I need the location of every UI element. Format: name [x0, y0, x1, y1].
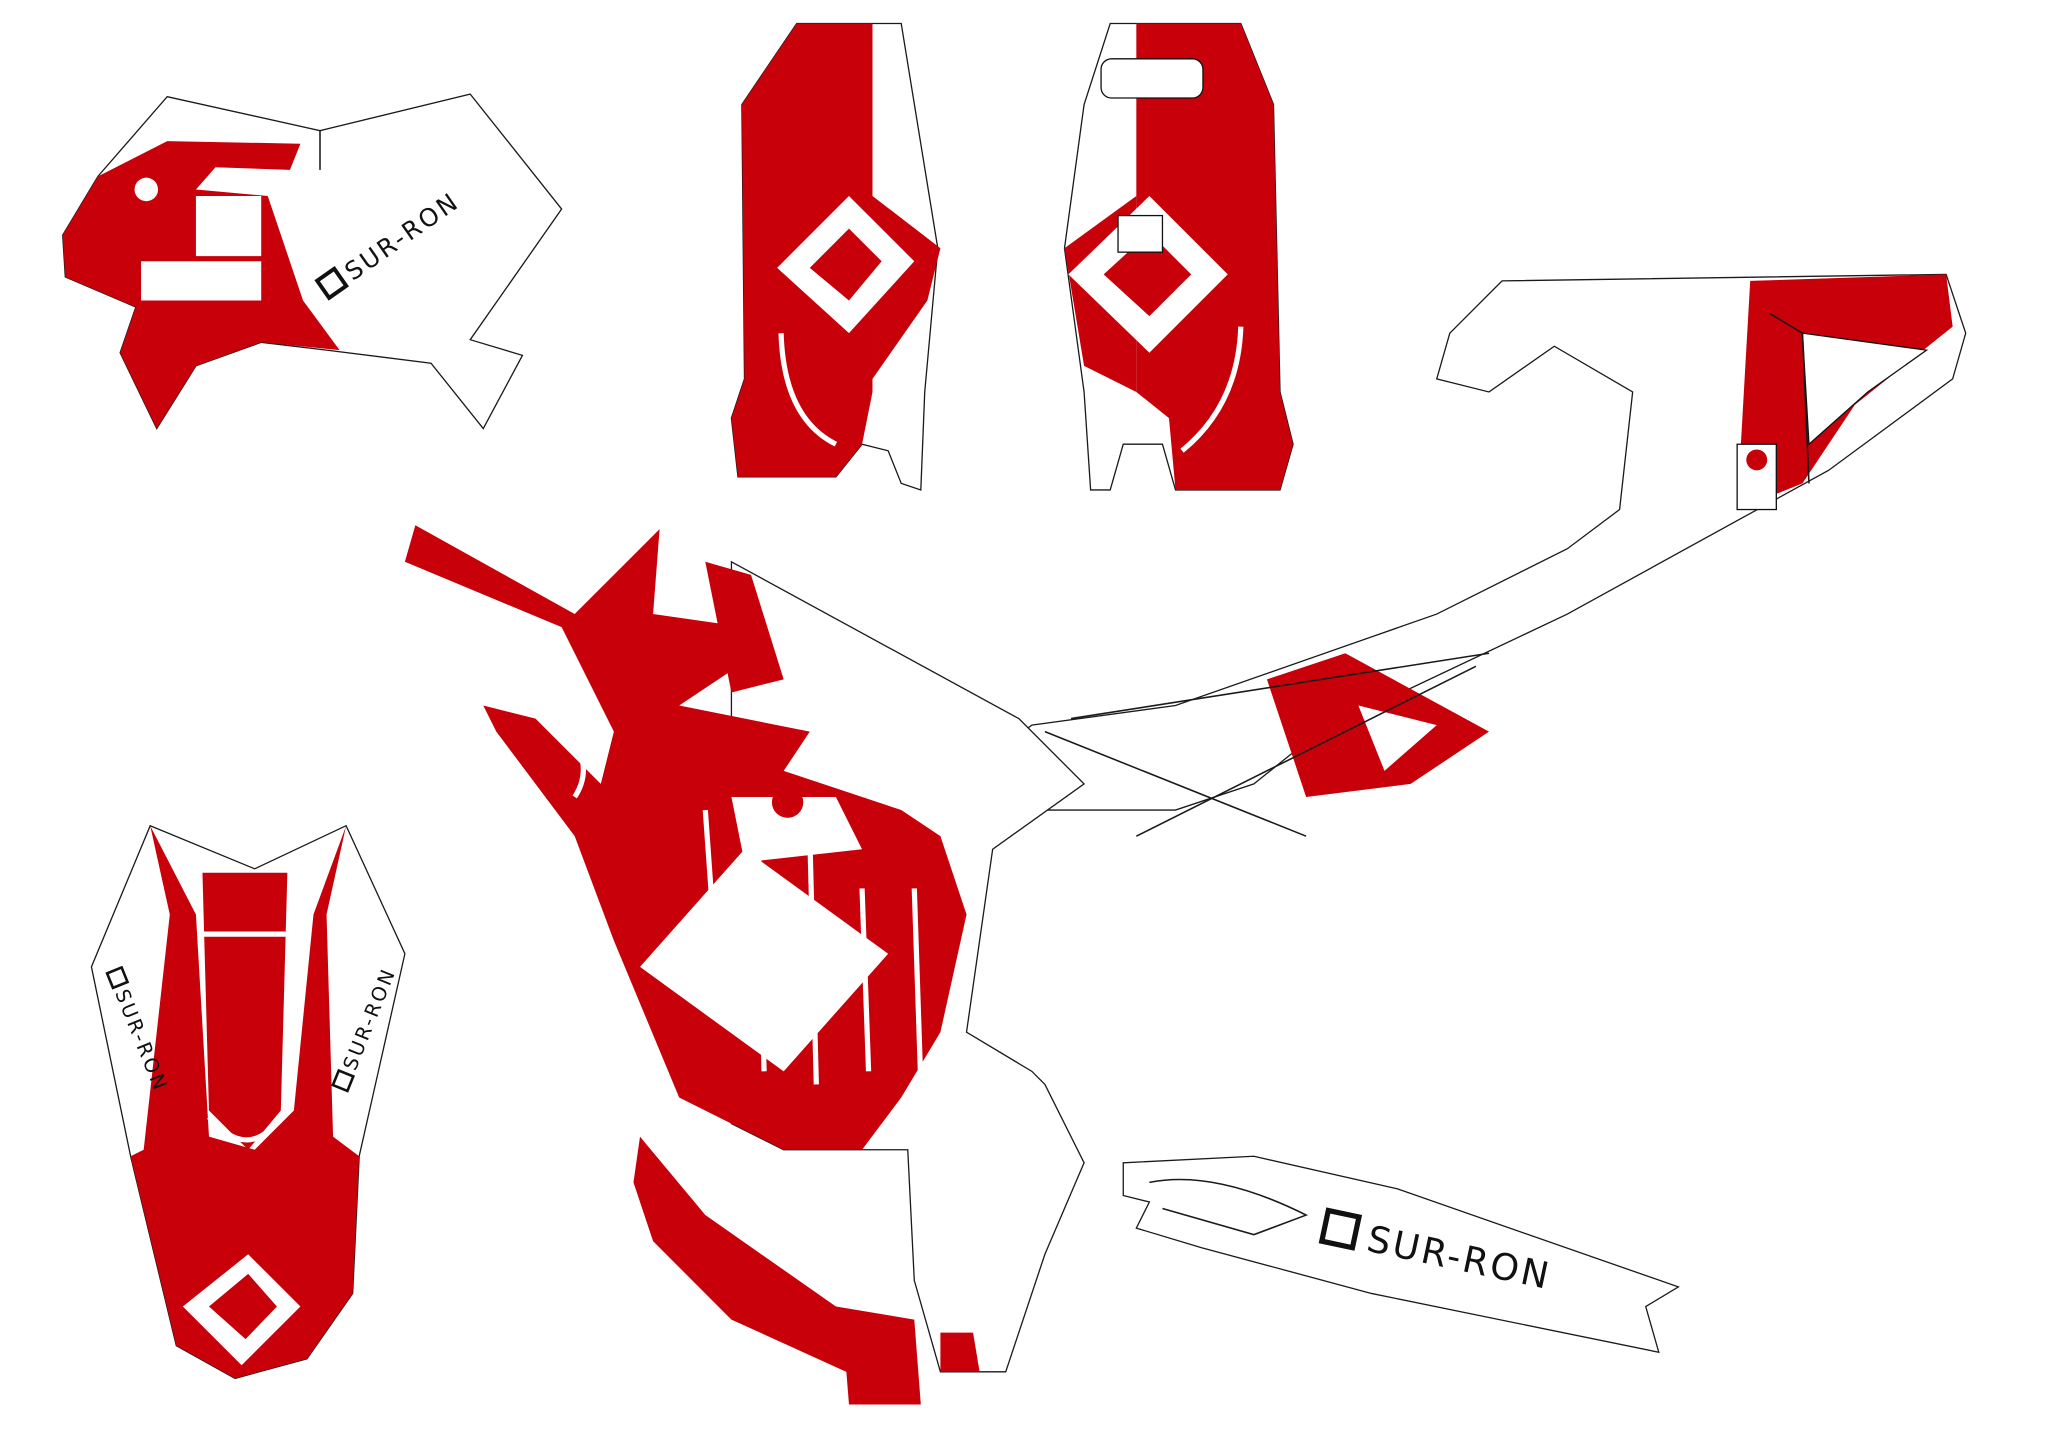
sur-ron-logo-icon [331, 1068, 356, 1093]
rear-side-panel [952, 273, 1967, 837]
sur-ron-logo-icon [1318, 1207, 1363, 1251]
sur-ron-logo-icon [314, 266, 349, 301]
sur-ron-logo-icon [105, 965, 130, 990]
main-frame-panel [404, 525, 1086, 1373]
lower-frame-strip [633, 1136, 921, 1405]
fork-guard-left [730, 22, 941, 491]
fork-guard-right [1063, 22, 1294, 491]
swingarm: SUR-RON [1122, 1155, 1680, 1354]
front-fender: SUR-RON SUR-RON [90, 824, 406, 1380]
headlight-plate: SUR-RON [62, 93, 563, 430]
